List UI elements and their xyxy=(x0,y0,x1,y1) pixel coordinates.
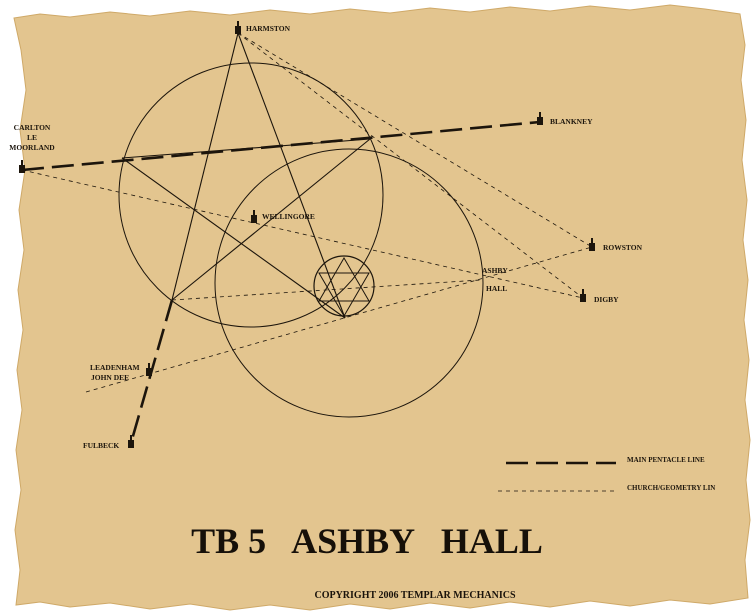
place-markers xyxy=(19,21,595,448)
copyright-text: COPYRIGHT 2006 TEMPLAR MECHANICS xyxy=(314,590,515,601)
legend-main-label: MAIN PENTACLE LINE xyxy=(627,456,705,464)
label-blankney: BLANKNEY xyxy=(550,117,593,126)
label-leadenham-line1: LEADENHAM xyxy=(90,363,140,372)
label-ashby-line2: HALL xyxy=(486,284,507,293)
map-legend: MAIN PENTACLE LINE CHURCH/GEOMETRY LIN xyxy=(498,456,715,492)
label-wellingore: WELLINGORE xyxy=(262,212,315,221)
label-rowston: ROWSTON xyxy=(603,243,643,252)
blankney-marker-icon xyxy=(537,112,543,125)
label-carlton-line3: MOORLAND xyxy=(9,143,55,152)
hexagram xyxy=(318,257,370,317)
map-title: TB 5 ASHBY HALL xyxy=(191,521,543,561)
carlton-marker-icon xyxy=(19,160,25,173)
label-carlton-line1: CARLTON xyxy=(14,123,51,132)
label-harmston: HARMSTON xyxy=(246,24,291,33)
great-circle-upper xyxy=(118,62,384,328)
label-leadenham-line2: JOHN DEE xyxy=(91,373,129,382)
rowston-marker-icon xyxy=(589,238,595,251)
label-carlton-line2: LE xyxy=(27,133,37,142)
digby-marker-icon xyxy=(580,289,586,302)
label-ashby-line1: ASHBY xyxy=(482,266,508,275)
label-digby: DIGBY xyxy=(594,295,619,304)
leadenham-marker-icon xyxy=(146,363,152,376)
harmston-marker-icon xyxy=(235,21,241,34)
church-geometry-lines xyxy=(21,32,593,393)
great-circle-lower xyxy=(214,148,484,418)
legend-church-label: CHURCH/GEOMETRY LIN xyxy=(627,484,715,492)
wellingore-marker-icon xyxy=(251,210,257,223)
label-fulbeck: FULBECK xyxy=(83,441,119,450)
fulbeck-marker-icon xyxy=(128,435,134,448)
